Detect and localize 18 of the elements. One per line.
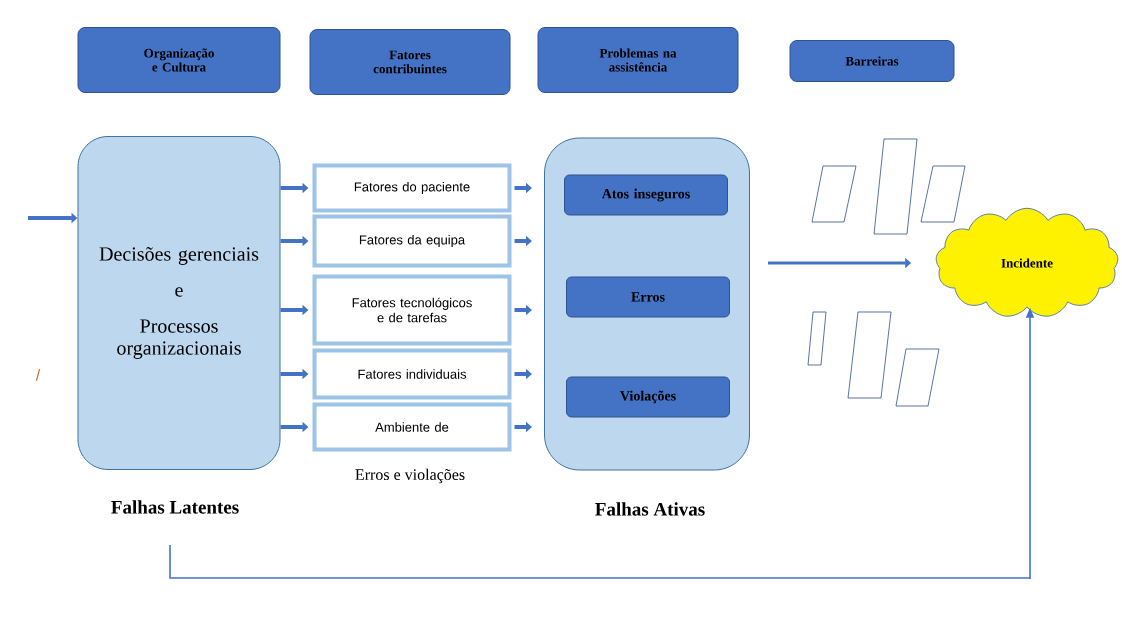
caption: Erros e violações: [355, 468, 465, 484]
factor-box: Fatores da equipa: [312, 214, 512, 268]
slash-mark: /: [35, 369, 41, 381]
node-label: Falhas Latentes: [111, 500, 239, 514]
process-box: Violações: [566, 376, 730, 418]
factor-box: Fatores do paciente: [312, 163, 512, 213]
rounded-box: Decisões gerenciais e Processos organizacionais: [77, 136, 281, 470]
header-box: Barreiras: [789, 40, 955, 82]
process-box: Atos inseguros: [564, 174, 728, 216]
factor-box: Fatores individuais: [312, 348, 512, 400]
factor-box: Ambiente de: [312, 402, 512, 452]
header-box: Problemas na assistência: [537, 27, 739, 93]
node-label: Falhas Ativas: [595, 502, 705, 516]
header-box: Organização e Cultura: [77, 27, 281, 93]
incident-cloud: Incidente: [935, 207, 1119, 317]
process-box: Erros: [566, 276, 730, 318]
header-box: Fatores contribuintes: [309, 29, 511, 95]
factor-box: Fatores tecnológicos e de tarefas: [312, 274, 512, 346]
